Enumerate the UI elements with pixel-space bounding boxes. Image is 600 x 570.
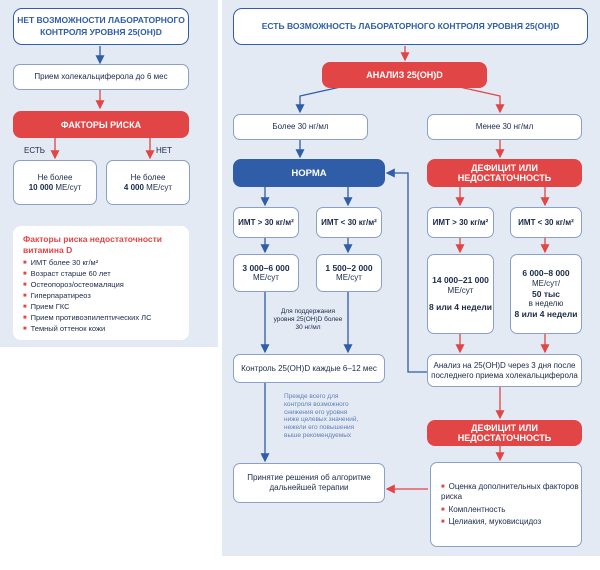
def-lo-dose-value: 6 000–8 000 — [522, 268, 570, 279]
norm-hi-dose-unit: МЕ/сут — [253, 273, 279, 283]
repeat-analysis-text: Анализ на 25(ОН)D через 3 дня после посл… — [431, 360, 578, 380]
norm-hi-dose-value: 3 000–6 000 — [242, 262, 290, 273]
risk-item: Остеопороз/остеомаляция — [23, 280, 179, 291]
arrow-analysis-above — [295, 85, 346, 114]
yes-dose-value: 10 000 — [28, 182, 54, 192]
below-30-box: Менее 30 нг/мл — [427, 114, 582, 140]
deficit-label: ДЕФИЦИТ ИЛИ НЕДОСТАТОЧНОСТЬ — [457, 163, 552, 183]
def-lo-dose-unit: МЕ/сут/ — [531, 278, 561, 288]
intake-text: Прием холекальциферола до 6 мес — [34, 72, 168, 81]
outcome-item: Оценка дополнительных факторов риска — [441, 482, 581, 503]
analysis-label: АНАЛИЗ 25(ОН)D — [366, 70, 443, 80]
above-30-box: Более 30 нг/мл — [233, 114, 368, 140]
risk-item: ИМТ более 30 кг/м² — [23, 258, 179, 269]
yes-label: ЕСТЬ — [24, 146, 45, 155]
risk-factors-list: Факторы риска недостаточности витамина D… — [13, 226, 189, 340]
def-hi-dose-unit: МЕ/сут — [447, 286, 474, 295]
def-hi-dose-box: 14 000–21 000 МЕ/сут 8 или 4 недели — [427, 254, 494, 334]
yes-dose-unit: МЕ/сут — [53, 182, 82, 192]
def-bmi-lo-text: ИМТ < 30 кг/м² — [518, 217, 574, 227]
deficit2-button[interactable]: ДЕФИЦИТ ИЛИ НЕДОСТАТОЧНОСТЬ — [427, 420, 582, 446]
norm-button[interactable]: НОРМА — [233, 159, 385, 187]
risk-item: Гиперпаратиреоз — [23, 291, 179, 302]
arrow-analysis-below — [454, 85, 505, 114]
def-bmi-lo-box: ИМТ < 30 кг/м² — [510, 207, 582, 238]
def-lo-dose-alt: 50 тыс — [532, 288, 560, 299]
below-30-text: Менее 30 нг/мл — [475, 122, 534, 131]
norm-lo-dose-unit: МЕ/сут — [336, 273, 362, 283]
norm-bmi-hi-box: ИМТ > 30 кг/м² — [233, 207, 299, 238]
norm-lo-dose-box: 1 500–2 000 МЕ/сут — [316, 254, 382, 292]
no-dose-unit: МЕ/сут — [143, 182, 173, 192]
left-header-text: НЕТ ВОЗМОЖНОСТИ ЛАБОРАТОРНОГО КОНТРОЛЯ У… — [17, 15, 185, 37]
risk-item: Прием ГКС — [23, 302, 179, 313]
right-header-text: ЕСТЬ ВОЗМОЖНОСТЬ ЛАБОРАТОРНОГО КОНТРОЛЯ … — [261, 20, 560, 31]
norm-bmi-hi-text: ИМТ > 30 кг/м² — [238, 217, 294, 227]
arrow-repeat-norm-loop — [385, 168, 427, 373]
no-dose-value: 4 000 — [123, 182, 144, 192]
norm-bmi-lo-text: ИМТ < 30 кг/м² — [321, 217, 377, 227]
def-hi-dose-value: 14 000–21 000 — [432, 275, 489, 286]
def-hi-duration: 8 или 4 недели — [429, 302, 492, 312]
decision-box: Принятие решения об алгоритме дальнейшей… — [233, 463, 385, 503]
yes-dose-line1: Не более — [37, 172, 73, 182]
def-lo-duration: 8 или 4 недели — [514, 309, 578, 320]
norm-label: НОРМА — [291, 167, 327, 179]
norm-bmi-lo-box: ИМТ < 30 кг/м² — [316, 207, 382, 238]
risk-list-title: Факторы риска недостаточности витамина D — [23, 234, 163, 255]
control-box: Контроль 25(ОН)D каждые 6–12 мес — [233, 354, 385, 383]
outcome-item: Комплентность — [441, 505, 581, 515]
intake-box: Прием холекальциферола до 6 мес — [13, 64, 189, 90]
outcome-box: Оценка дополнительных факторов риска Ком… — [430, 462, 582, 547]
maintain-note: Для поддержания уровня 25(ОН)D более 30 … — [273, 308, 343, 331]
right-header: ЕСТЬ ВОЗМОЖНОСТЬ ЛАБОРАТОРНОГО КОНТРОЛЯ … — [233, 8, 588, 45]
risk-item: Прием противоэпилептических ЛС — [23, 313, 179, 324]
norm-hi-dose-box: 3 000–6 000 МЕ/сут — [233, 254, 299, 292]
repeat-analysis-box: Анализ на 25(ОН)D через 3 дня после посл… — [427, 354, 582, 387]
risk-factors-button[interactable]: ФАКТОРЫ РИСКА — [13, 111, 189, 138]
no-dose-line1: Не более — [130, 172, 166, 182]
deficit-button[interactable]: ДЕФИЦИТ ИЛИ НЕДОСТАТОЧНОСТЬ — [427, 159, 582, 187]
left-header: НЕТ ВОЗМОЖНОСТИ ЛАБОРАТОРНОГО КОНТРОЛЯ У… — [13, 8, 189, 45]
outcome-item: Целиакия, муковисцидоз — [441, 517, 581, 527]
norm-lo-dose-value: 1 500–2 000 — [325, 262, 373, 273]
yes-dose-box: Не более 10 000 МЕ/сут — [13, 160, 97, 205]
risk-factors-label: ФАКТОРЫ РИСКА — [60, 119, 142, 130]
def-lo-dose-box: 6 000–8 000 МЕ/сут/ 50 тыс в неделю 8 ил… — [510, 254, 582, 334]
def-bmi-hi-text: ИМТ > 30 кг/м² — [432, 217, 489, 227]
def-lo-dose-alt-unit: в неделю — [528, 299, 564, 309]
risk-item: Возраст старше 60 лет — [23, 269, 179, 280]
above-30-text: Более 30 нг/мл — [272, 122, 329, 131]
deficit2-label: ДЕФИЦИТ ИЛИ НЕДОСТАТОЧНОСТЬ — [457, 423, 552, 443]
no-label: НЕТ — [156, 146, 172, 155]
decision-text: Принятие решения об алгоритме дальнейшей… — [247, 473, 371, 492]
risk-item: Темный оттенок кожи — [23, 324, 179, 335]
analysis-button[interactable]: АНАЛИЗ 25(ОН)D — [322, 62, 487, 88]
assess-note: Прежде всего для контроля возможного сни… — [284, 393, 359, 439]
def-bmi-hi-box: ИМТ > 30 кг/м² — [427, 207, 494, 238]
control-text: Контроль 25(ОН)D каждые 6–12 мес — [241, 363, 377, 373]
no-dose-box: Не более 4 000 МЕ/сут — [106, 160, 190, 205]
